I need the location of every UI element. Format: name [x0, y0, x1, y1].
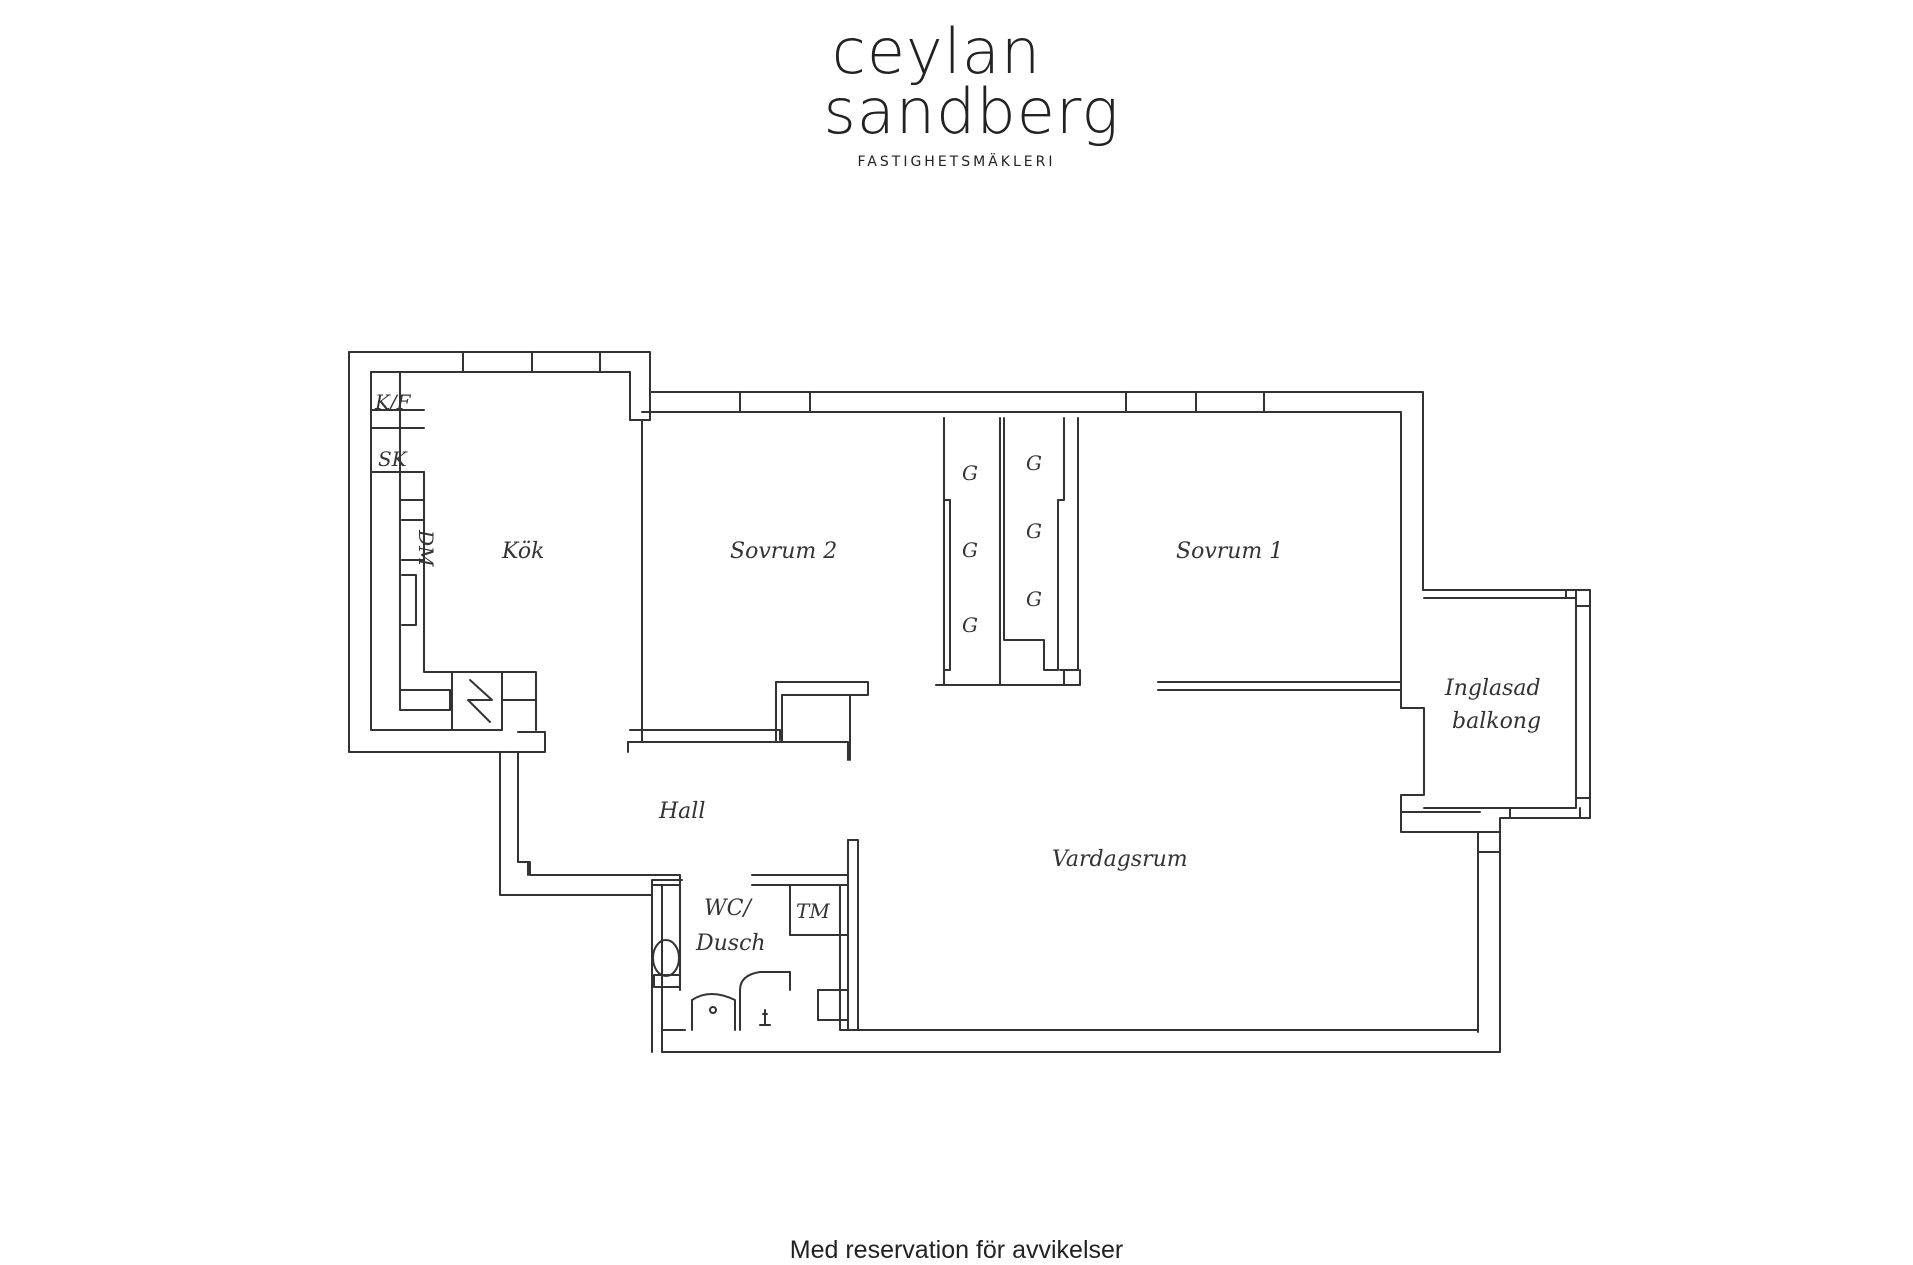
room-sovrum-2: Sovrum 2 — [730, 539, 837, 564]
sovrum1-walls — [1157, 681, 1402, 691]
room-kok: Kök — [501, 539, 544, 564]
room-balkong-line2: balkong — [1452, 709, 1541, 734]
room-wc-line2: Dusch — [695, 931, 766, 956]
brand-name-line1: ceylan — [831, 15, 1042, 88]
wardrobes — [935, 417, 1081, 686]
room-vardagsrum: Vardagsrum — [1052, 847, 1188, 872]
brand-logo: ceylan sandberg FASTIGHETSMÄKLERI — [0, 15, 1913, 171]
wardrobe-g-6: G — [1026, 587, 1042, 611]
brand-name-line2: sandberg — [823, 75, 1120, 148]
wardrobe-g-1: G — [962, 461, 978, 485]
brand-subtitle: FASTIGHETSMÄKLERI — [857, 154, 1056, 170]
wardrobe-g-3: G — [962, 613, 978, 637]
room-sovrum-1: Sovrum 1 — [1176, 539, 1283, 564]
wardrobe-g-5: G — [1026, 519, 1042, 543]
kitchen-walls — [348, 351, 651, 753]
sovrum2-walls — [641, 681, 869, 761]
fixture-dm: DM — [414, 529, 438, 567]
room-wc-line1: WC/ — [704, 896, 753, 921]
fixture-tm: TM — [796, 899, 830, 923]
fixture-sk: SK — [378, 447, 408, 471]
room-hall: Hall — [658, 799, 705, 824]
wardrobe-g-2: G — [962, 538, 978, 562]
outer-walls — [627, 391, 1591, 1053]
hall-bath-walls — [499, 751, 859, 1053]
fixture-kf: K/F — [374, 390, 412, 414]
disclaimer-note: Med reservation för avvikelser — [789, 1236, 1124, 1264]
wardrobe-g-4: G — [1026, 451, 1042, 475]
svg-text:DM: DM — [414, 529, 438, 567]
room-balkong-line1: Inglasad — [1444, 676, 1541, 701]
